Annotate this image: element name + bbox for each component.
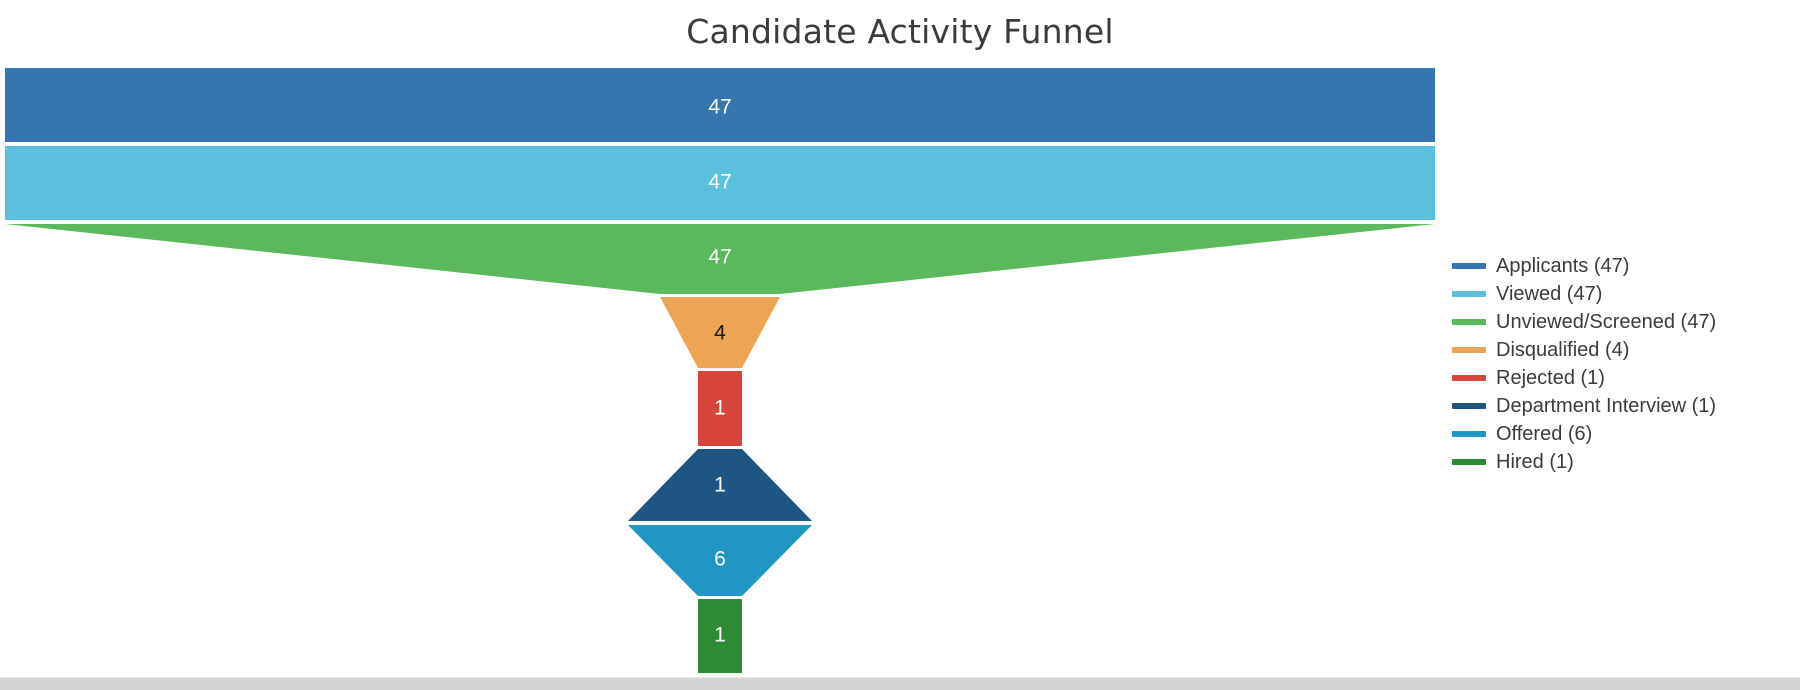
legend-item-label: Offered (6) [1496,423,1593,445]
legend-item-hired[interactable]: Hired (1) [1452,448,1792,476]
funnel-segment-offered[interactable] [628,525,812,596]
funnel-label-applicants: 47 [708,96,731,119]
legend-item-label: Hired (1) [1496,451,1574,473]
legend-item-label: Department Interview (1) [1496,395,1717,417]
funnel-segment-rejected[interactable] [698,371,742,446]
legend-item-applicants[interactable]: Applicants (47) [1452,252,1792,280]
legend-item-unviewed-screened[interactable]: Unviewed/Screened (47) [1452,308,1792,336]
legend-swatch-icon [1452,347,1486,353]
legend-item-viewed[interactable]: Viewed (47) [1452,280,1792,308]
legend-item-label: Unviewed/Screened (47) [1496,311,1717,333]
funnel-label-hired: 1 [714,624,726,647]
legend-swatch-icon [1452,431,1486,437]
legend-item-department-interview[interactable]: Department Interview (1) [1452,392,1792,420]
legend-swatch-icon [1452,459,1486,465]
funnel-segment-applicants[interactable] [5,68,1435,142]
legend-item-label: Disqualified (4) [1496,339,1630,361]
funnel-segment-unviewed-screened[interactable] [5,224,1435,294]
funnel-label-offered: 6 [714,548,726,571]
chart-legend: Applicants (47) Viewed (47) Unviewed/Scr… [1452,252,1792,476]
legend-item-disqualified[interactable]: Disqualified (4) [1452,336,1792,364]
legend-item-label: Applicants (47) [1496,255,1630,277]
legend-item-offered[interactable]: Offered (6) [1452,420,1792,448]
funnel-label-department-interview: 1 [714,474,726,497]
legend-swatch-icon [1452,375,1486,381]
funnel-label-viewed: 47 [708,171,731,194]
funnel-label-unviewed-screened: 47 [708,246,731,269]
chart-title: Candidate Activity Funnel [686,12,1114,51]
horizontal-scrollbar[interactable] [0,677,1800,690]
legend-swatch-icon [1452,319,1486,325]
funnel-label-rejected: 1 [714,397,726,420]
legend-swatch-icon [1452,263,1486,269]
legend-item-label: Viewed (47) [1496,283,1603,305]
legend-swatch-icon [1452,291,1486,297]
funnel-label-disqualified: 4 [714,322,726,345]
funnel-segment-viewed[interactable] [5,146,1435,220]
legend-item-rejected[interactable]: Rejected (1) [1452,364,1792,392]
funnel-segment-department-interview[interactable] [628,449,812,521]
legend-swatch-icon [1452,403,1486,409]
funnel-segment-disqualified[interactable] [660,297,780,368]
funnel-segment-hired[interactable] [698,599,742,673]
legend-item-label: Rejected (1) [1496,367,1605,389]
